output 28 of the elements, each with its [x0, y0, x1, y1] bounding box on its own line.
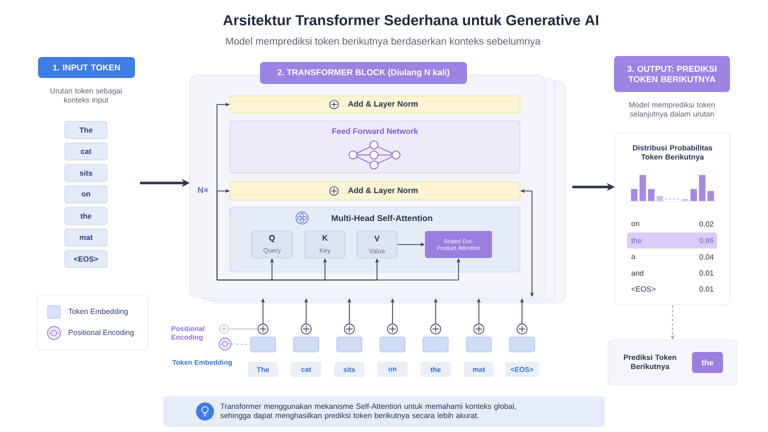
section-header: 3. OUTPUT: PREDIKSI TOKEN BERIKUTNYA — [614, 56, 730, 92]
plus-circle — [344, 324, 355, 334]
token-chip: the — [692, 352, 723, 373]
plus-circle — [430, 324, 442, 334]
embedding-box — [422, 336, 448, 352]
embedding-box — [466, 336, 492, 352]
embedding-box — [509, 336, 535, 352]
subtitle: Model memprediksi token berikutnya berdaserkan konteks sebelumnya — [226, 37, 541, 47]
plus-circle — [300, 324, 312, 334]
layer-norm-box: Add & Layer Norm — [230, 96, 520, 114]
encoding-icon — [218, 338, 232, 350]
section-header: 1. INPUT TOKEN — [38, 57, 135, 78]
plus-circle — [387, 324, 398, 334]
plus-circle — [516, 324, 528, 334]
embedding-box — [293, 336, 319, 352]
plus-circle — [258, 324, 268, 334]
embedding-box — [336, 336, 362, 352]
leader-line — [230, 344, 251, 345]
feed-forward-box: Feed Forward Network — [230, 120, 520, 174]
plus-circle — [474, 324, 484, 334]
embedding-box — [380, 336, 406, 352]
plus-circle — [219, 324, 229, 334]
title: Arsitektur Transformer Sederhana untuk Generative AI — [223, 14, 598, 26]
header-badge: 2. TRANSFORMER BLOCK (Diulang N kali) — [260, 62, 467, 84]
repeat-label: N× — [198, 187, 208, 193]
layer-norm-box: Add & Layer Norm — [230, 182, 520, 200]
embedding-box — [250, 336, 276, 352]
leader-line — [228, 328, 258, 330]
